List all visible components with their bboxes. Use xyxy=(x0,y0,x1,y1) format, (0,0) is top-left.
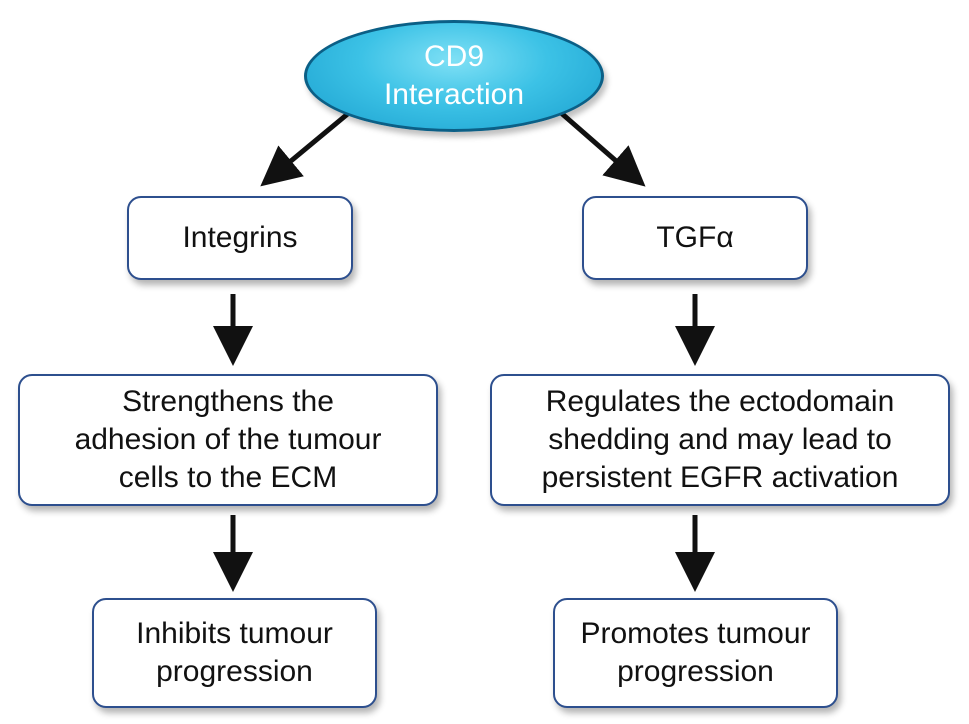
adhesion-line-1: Strengthens the xyxy=(122,385,334,418)
ectodomain-shedding-box: Regulates the ectodomain shedding and ma… xyxy=(490,374,950,506)
tgfa-box: TGFα xyxy=(582,196,808,280)
arrow-root-to-tgfa xyxy=(558,110,646,187)
shedding-line-1: Regulates the ectodomain xyxy=(545,385,895,418)
integrins-label: Integrins xyxy=(182,221,298,254)
integrins-box: Integrins xyxy=(127,196,353,280)
root-line-2: Interaction xyxy=(383,78,525,111)
adhesion-line-2: adhesion of the tumour xyxy=(74,423,382,456)
adhesion-line-3: cells to the ECM xyxy=(118,461,338,494)
inhibits-line-1: Inhibits tumour xyxy=(136,617,333,650)
promotes-progression-box: Promotes tumour progression xyxy=(553,598,838,708)
tgfa-label: TGFα xyxy=(656,221,734,254)
adhesion-box: Strengthens the adhesion of the tumour c… xyxy=(18,374,438,506)
promotes-line-2: progression xyxy=(617,655,774,688)
inhibits-progression-box: Inhibits tumour progression xyxy=(92,598,377,708)
inhibits-line-2: progression xyxy=(156,655,313,688)
shedding-line-2: shedding and may lead to xyxy=(548,423,892,456)
arrow-root-to-integrins xyxy=(260,110,352,187)
shedding-line-3: persistent EGFR activation xyxy=(541,461,899,494)
cd9-interaction-node: CD9 Interaction xyxy=(304,20,604,132)
root-line-1: CD9 xyxy=(423,40,484,73)
promotes-line-1: Promotes tumour xyxy=(580,617,811,650)
